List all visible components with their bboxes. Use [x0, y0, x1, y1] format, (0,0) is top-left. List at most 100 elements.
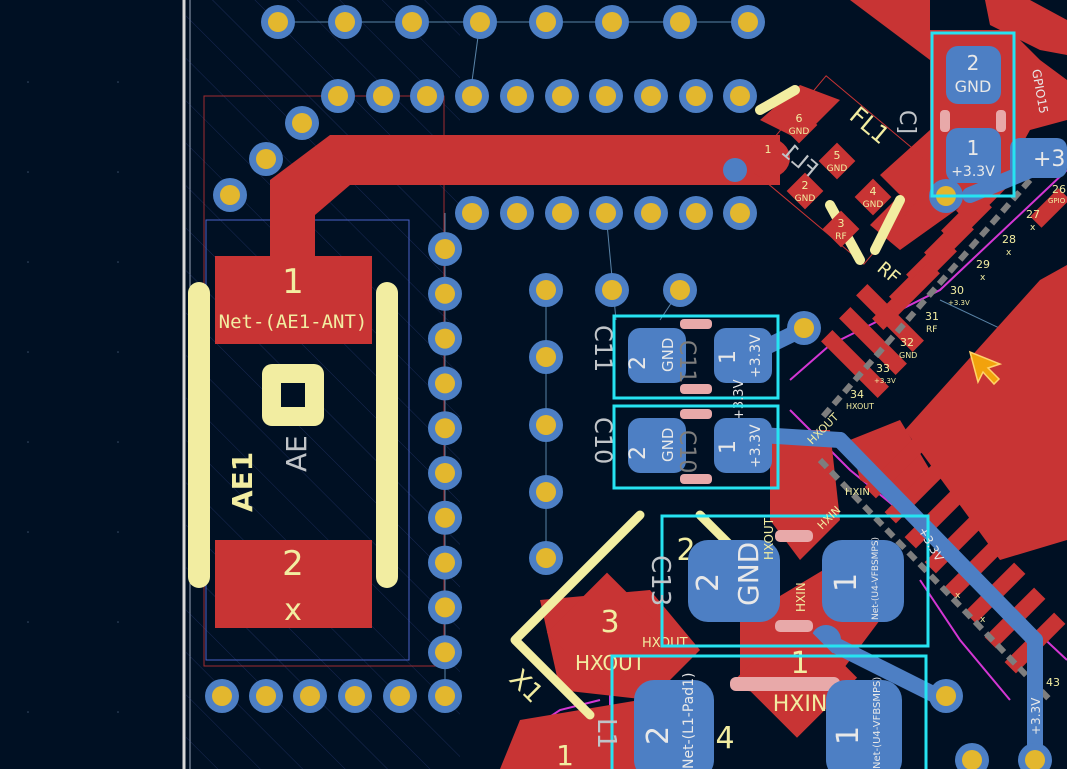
- l1-pad-2[interactable]: [634, 680, 714, 769]
- antenna-pad-2[interactable]: [215, 540, 372, 628]
- antenna-ae1[interactable]: 1 Net-(AE1-ANT) 2 x AE1 AE: [188, 256, 398, 628]
- c10-pad-1[interactable]: [714, 418, 772, 473]
- c13-pad-2-number: 2: [691, 573, 726, 592]
- tht-pad-hole: [536, 12, 556, 32]
- l1-pad-4-number: 4: [715, 721, 734, 756]
- ic-pin-31: 31: [925, 310, 939, 323]
- filter-pad-3-number: 3: [838, 217, 845, 230]
- l1-pad-1-net: Net-(U4-VFBSMPS): [872, 677, 883, 769]
- ic-pin-33-net: +3.3V: [874, 377, 896, 385]
- filter-pad-4-net: GND: [863, 200, 884, 210]
- ic-pin-32-net: GND: [899, 351, 917, 360]
- tht-pad-hole: [602, 280, 622, 300]
- c13-pad-1[interactable]: [822, 540, 904, 622]
- top-cap-right-net: +3: [1033, 147, 1065, 172]
- ic-pin-27-net: x: [1030, 223, 1036, 233]
- tht-pad-hole: [462, 203, 482, 223]
- c10-pad-2-number: 2: [626, 446, 651, 460]
- c10-pad-1-number: 1: [716, 440, 741, 454]
- l1-pad-1[interactable]: [826, 680, 902, 769]
- tht-pad-hole: [507, 203, 527, 223]
- top-cap-courtyard: [930, 31, 1016, 198]
- tht-pad-hole: [435, 552, 455, 573]
- c11-pad-1[interactable]: [714, 328, 772, 383]
- grid-dots: [27, 81, 119, 713]
- l1-paste: [730, 677, 840, 691]
- tht-pad-hole: [435, 463, 455, 483]
- ic-pin-27: 27: [1026, 208, 1040, 221]
- crystal-pad-3[interactable]: [546, 572, 668, 693]
- ic-pin-29: 29: [976, 258, 990, 271]
- tht-pad-hole: [417, 86, 437, 106]
- ic-pin-26: 26: [1052, 183, 1066, 196]
- c10-mid-label: C10: [674, 430, 699, 473]
- capacitor-c10[interactable]: 2 GND 1 +3.3V C10 C10: [589, 404, 780, 490]
- c11-pad-2-number: 2: [626, 356, 651, 370]
- filter-pad-4[interactable]: [854, 178, 892, 216]
- c13-pad-2[interactable]: [688, 540, 780, 622]
- antenna-ref: AE1: [226, 452, 259, 512]
- antenna-pad-1[interactable]: [215, 256, 372, 344]
- antenna-silk-right: [376, 282, 398, 588]
- ic-pin-30: 30: [950, 284, 964, 297]
- tht-pad-hole: [536, 482, 556, 502]
- tht-pad-hole: [335, 12, 355, 32]
- filter-pad-2-net: GND: [795, 194, 816, 204]
- tht-pad-hole: [536, 347, 556, 367]
- c11-ref: C11: [589, 325, 617, 372]
- filter-pad-5-number: 5: [834, 149, 841, 162]
- top-capacitor[interactable]: 2 GND 1 +3.3V +3 GPIO15: [930, 31, 1065, 198]
- c11-pad-2[interactable]: [628, 328, 686, 383]
- tht-pad-hole: [536, 548, 556, 568]
- capacitor-c13[interactable]: 2 GND 1 Net-(U4-VFBSMPS) C13 HXOUT HXIN: [645, 514, 930, 648]
- crystal-pad-1-number: 1: [790, 646, 809, 681]
- tht-pad-hole: [686, 86, 706, 106]
- filter-pad-2[interactable]: [786, 172, 824, 210]
- filter-pad-1-number: 1: [765, 143, 772, 156]
- ic-pin-34: 34: [850, 388, 864, 401]
- tht-pad-hole: [641, 203, 661, 223]
- top-cap-paste: [940, 110, 950, 132]
- back-copper-pad-right: [1010, 138, 1067, 178]
- filter-pad-5-net: GND: [827, 164, 848, 174]
- tht-pad-hole: [596, 86, 616, 106]
- top-cap-paste: [996, 110, 1006, 132]
- through-hole-pads: [205, 5, 1052, 769]
- top-cap-pad-1[interactable]: [946, 128, 1001, 183]
- filter-pad-6-number: 6: [796, 112, 803, 125]
- highlight-track: [817, 178, 1033, 422]
- tht-pad-hole: [435, 373, 455, 394]
- filter-pad-6[interactable]: [780, 106, 818, 144]
- tht-pad-hole: [686, 203, 706, 223]
- c10-pad-2[interactable]: [628, 418, 686, 473]
- ic-pin-28-net: x: [1006, 248, 1012, 258]
- antenna-pad-1-number: 1: [282, 262, 304, 302]
- l1-pad-2-number: 2: [641, 726, 676, 745]
- crystal-pad-3-number: 3: [600, 605, 619, 640]
- ic-label-x-a: x: [955, 591, 961, 601]
- c10-ref: C10: [589, 417, 617, 464]
- c13-pad-1-net: Net-(U4-VFBSMPS): [871, 537, 881, 620]
- tht-pad-hole: [738, 12, 758, 32]
- c13-pad-2-net: GND: [732, 542, 765, 606]
- filter-value: C]: [894, 110, 919, 134]
- filter-pad-4-number: 4: [870, 185, 877, 198]
- inductor-l1[interactable]: 2 Net-(L1-Pad1) 1 Net-(U4-VFBSMPS) 4 L1: [591, 654, 928, 769]
- tht-pad-hole: [730, 86, 750, 106]
- filter-pad-1[interactable]: [746, 138, 790, 178]
- tht-pad-hole: [602, 12, 622, 32]
- tht-pad-hole: [328, 86, 348, 106]
- tht-pad-hole: [435, 507, 455, 528]
- c11-courtyard: [612, 314, 780, 400]
- c10-paste: [680, 409, 712, 419]
- filter-ref: FL1: [844, 101, 895, 150]
- tht-pad-hole: [536, 415, 556, 435]
- ic-pin-34-net: HXOUT: [846, 402, 874, 411]
- filter-pad-5[interactable]: [818, 142, 856, 180]
- capacitor-c11[interactable]: 2 GND 1 +3.3V C11 C11 +3.3V: [589, 314, 780, 420]
- top-cap-pad-2[interactable]: [946, 46, 1001, 104]
- filter-pad-3[interactable]: [822, 210, 860, 248]
- tht-pad-hole: [256, 686, 276, 706]
- top-cap-pad-2-number: 2: [967, 51, 980, 75]
